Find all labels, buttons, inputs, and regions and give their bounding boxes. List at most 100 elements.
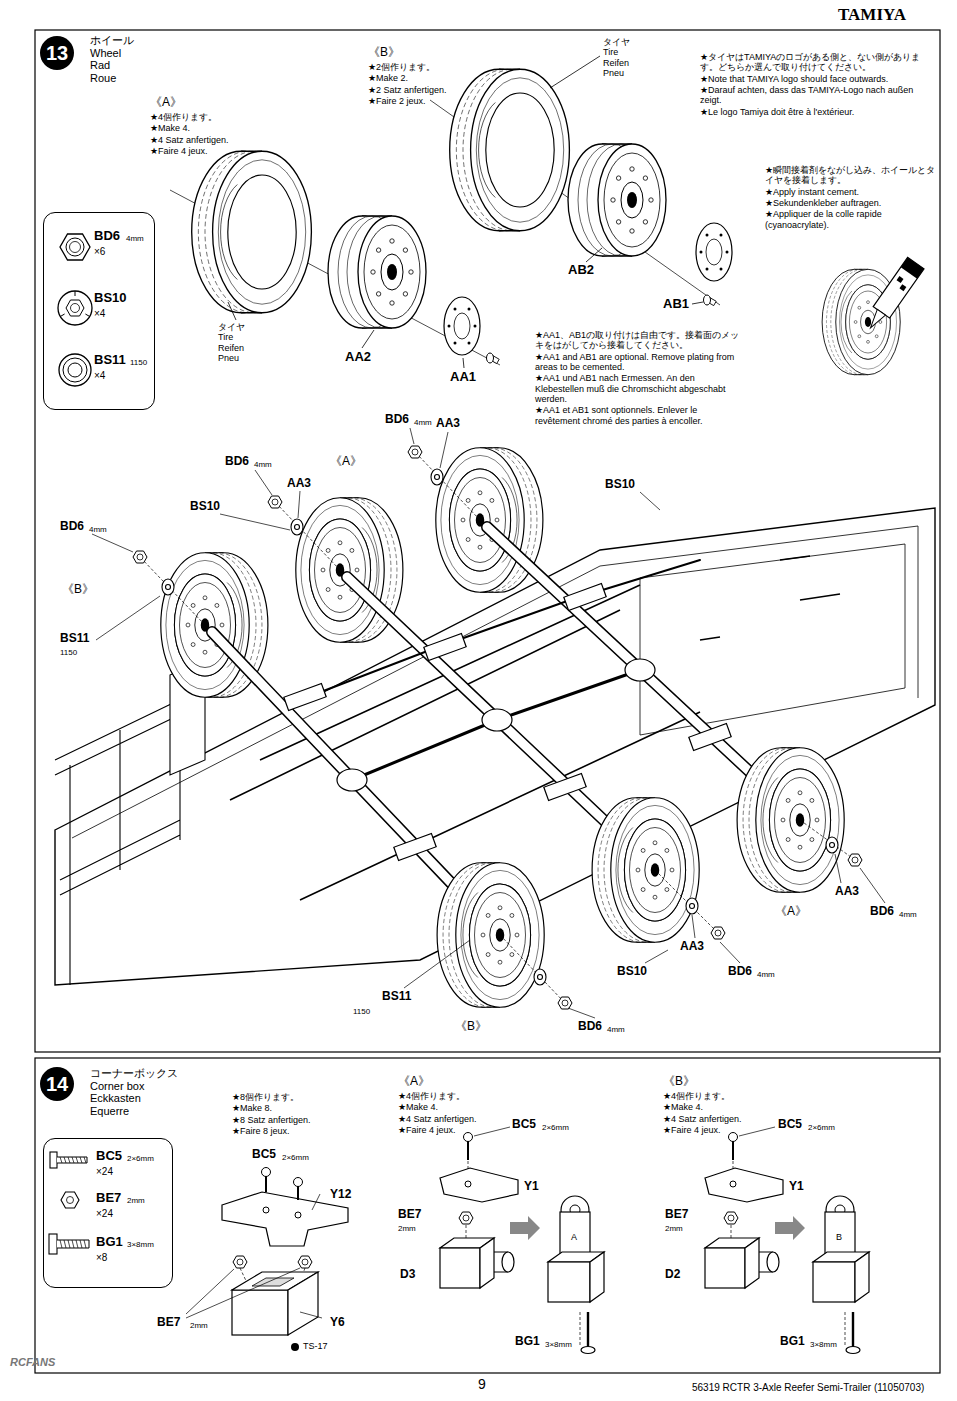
part-callout: BE7 bbox=[157, 1316, 180, 1330]
part-callout: AB2 bbox=[568, 263, 594, 278]
part-icon bbox=[50, 1152, 57, 1168]
suspension bbox=[337, 769, 367, 791]
part-code: BE7 bbox=[96, 1191, 121, 1206]
suspension bbox=[482, 709, 512, 731]
instruction-note: ★Faire 4 jeux. bbox=[663, 1125, 721, 1135]
watermark: RCFANS bbox=[10, 1356, 55, 1369]
wheel-exploded-a bbox=[192, 151, 312, 313]
corner-box-assembly bbox=[186, 1194, 322, 1318]
corner-box-assembly bbox=[705, 1127, 869, 1354]
part-size: 3×8mm bbox=[127, 1240, 154, 1249]
corner-box-assembly bbox=[459, 1212, 473, 1224]
part-callout: BG1 bbox=[780, 1335, 805, 1349]
part-icon bbox=[63, 358, 87, 382]
step-frame bbox=[35, 30, 940, 1052]
instruction-note: ★2 Satz anfertigen. bbox=[368, 85, 447, 95]
part-code: BD6 bbox=[94, 229, 120, 244]
suspension bbox=[284, 684, 326, 711]
assembly-set-label: 《A》 bbox=[150, 96, 182, 110]
part-callout: BC5 bbox=[512, 1118, 536, 1132]
instruction-note: ★Darauf achten, dass das TAMIYA-Logo nac… bbox=[700, 85, 935, 106]
part-code: BS11 bbox=[94, 353, 126, 368]
nut-washer bbox=[538, 975, 543, 980]
part-quantity: ×4 bbox=[94, 308, 105, 320]
nut-washer bbox=[166, 585, 171, 590]
instruction-note: ★Make 4. bbox=[398, 1102, 438, 1112]
part-callout: BD6 bbox=[578, 1020, 602, 1034]
assembly-set-label: 《B》 bbox=[455, 1020, 487, 1034]
nut-washer bbox=[408, 446, 422, 458]
step-badge: 13ホイール Wheel Rad Roue bbox=[40, 36, 74, 70]
part-size: 2×6mm bbox=[127, 1154, 154, 1163]
corner-box-assembly bbox=[263, 1207, 269, 1213]
part-callout: AA3 bbox=[436, 417, 460, 431]
corner-box-assembly bbox=[440, 1248, 480, 1288]
corner-box-assembly bbox=[560, 1212, 590, 1254]
part-quantity: ×24 bbox=[96, 1166, 113, 1178]
nut-washer bbox=[291, 519, 303, 535]
nut-washer bbox=[686, 898, 698, 914]
nut-washer bbox=[431, 469, 443, 485]
wheel-exploded-b bbox=[696, 223, 732, 281]
instruction-note: タイヤ Tire Reifen Pneu bbox=[218, 322, 258, 363]
corner-box-assembly bbox=[465, 1181, 471, 1187]
part-callout: D2 bbox=[665, 1268, 680, 1282]
suspension bbox=[424, 634, 466, 661]
cement-illustration bbox=[862, 257, 924, 333]
instruction-note: ★瞬間接着剤をながし込み、ホイールとタイヤを接着します。 bbox=[765, 165, 940, 186]
part-callout: AA1 bbox=[450, 370, 476, 385]
part-quantity: ×24 bbox=[96, 1208, 113, 1220]
nut-washer bbox=[133, 551, 147, 563]
part-callout: BC5 bbox=[252, 1148, 276, 1162]
corner-box-assembly bbox=[265, 1176, 267, 1192]
instruction-note: ★Sekundenkleber auftragen. bbox=[765, 198, 940, 208]
part-callout: BS10 bbox=[617, 965, 647, 979]
nut-washer bbox=[534, 969, 546, 985]
suspension bbox=[625, 659, 655, 681]
instruction-note: ★Make 4. bbox=[150, 123, 190, 133]
part-size: 2×6mm bbox=[542, 1123, 569, 1132]
instruction-note: ★4 Satz anfertigen. bbox=[663, 1114, 742, 1124]
instruction-note: ★8 Satz anfertigen. bbox=[232, 1115, 311, 1125]
near-wheels bbox=[437, 748, 844, 1008]
part-icon bbox=[49, 1152, 89, 1254]
corner-box-assembly bbox=[288, 1272, 318, 1335]
nut-washer bbox=[162, 579, 174, 595]
part-callout: BS11 bbox=[382, 990, 411, 1004]
nut-washer bbox=[826, 837, 838, 853]
suspension bbox=[544, 774, 586, 801]
part-callout: BD6 bbox=[728, 965, 752, 979]
cement-illustration bbox=[901, 257, 924, 278]
part-icon bbox=[60, 1240, 86, 1248]
part-callout: BD6 bbox=[870, 905, 894, 919]
part-size: 2mm bbox=[665, 1224, 683, 1233]
part-icon bbox=[66, 300, 84, 316]
part-callout: BS10 bbox=[190, 500, 220, 514]
step-frame bbox=[35, 30, 940, 1373]
instruction-note: ★Make 4. bbox=[663, 1102, 703, 1112]
corner-box-assembly bbox=[440, 1168, 518, 1202]
instruction-note: ★AA1 and AB1 are optional. Remove platin… bbox=[535, 352, 740, 373]
part-icon bbox=[66, 238, 84, 256]
instruction-note: ★2個作ります。 bbox=[368, 62, 435, 72]
part-callout: AA2 bbox=[345, 350, 371, 365]
cement-illustration bbox=[873, 257, 924, 318]
nut-washer bbox=[140, 452, 855, 1003]
part-callout: AA3 bbox=[835, 885, 859, 899]
corner-box-assembly bbox=[467, 1141, 469, 1160]
nut-washer bbox=[92, 428, 885, 1018]
trailer-chassis bbox=[700, 556, 840, 640]
nut-washer bbox=[92, 428, 885, 1018]
instruction-note: タイヤ Tire Reifen Pneu bbox=[603, 37, 643, 78]
corner-box-assembly bbox=[297, 1186, 299, 1200]
instruction-note: ★Make 8. bbox=[232, 1103, 272, 1113]
corner-box-assembly bbox=[548, 1262, 590, 1302]
assembly-set-label: 《B》 bbox=[368, 46, 400, 60]
part-callout: Y6 bbox=[330, 1316, 345, 1330]
instruction-note: ★Apply instant cement. bbox=[765, 187, 940, 197]
page-number: 9 bbox=[478, 1376, 486, 1392]
instruction-note: ★4個作ります。 bbox=[398, 1091, 465, 1101]
corner-box-assembly bbox=[590, 1252, 604, 1302]
part-size: 1150 bbox=[130, 358, 147, 367]
wheel-exploded-b bbox=[450, 69, 570, 231]
